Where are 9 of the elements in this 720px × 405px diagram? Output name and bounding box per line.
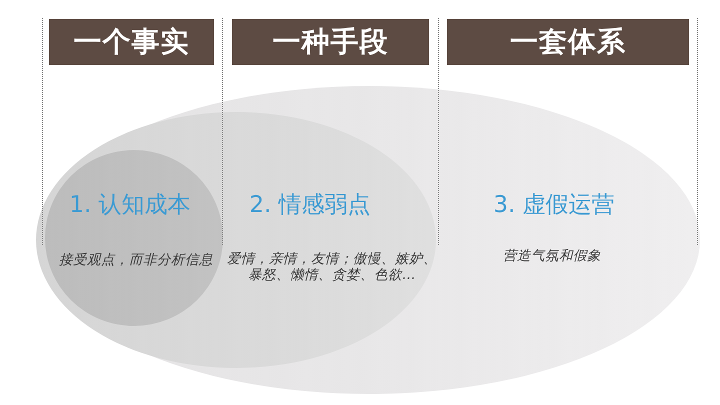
column-header: 一套体系 xyxy=(447,19,689,65)
section-description: 营造气氛和假象 xyxy=(503,248,601,264)
section-title: 2. 情感弱点 xyxy=(249,191,371,219)
section-description: 爱情，亲情，友情；傲慢、嫉妒、暴怒、懒惰、贪婪、色欲… xyxy=(226,251,438,283)
column-header: 一种手段 xyxy=(232,19,429,65)
column-header: 一个事实 xyxy=(49,19,214,65)
section-title: 1. 认知成本 xyxy=(69,191,191,219)
section-description: 接受观点，而非分析信息 xyxy=(59,252,213,268)
section-title: 3. 虚假运营 xyxy=(493,191,615,219)
